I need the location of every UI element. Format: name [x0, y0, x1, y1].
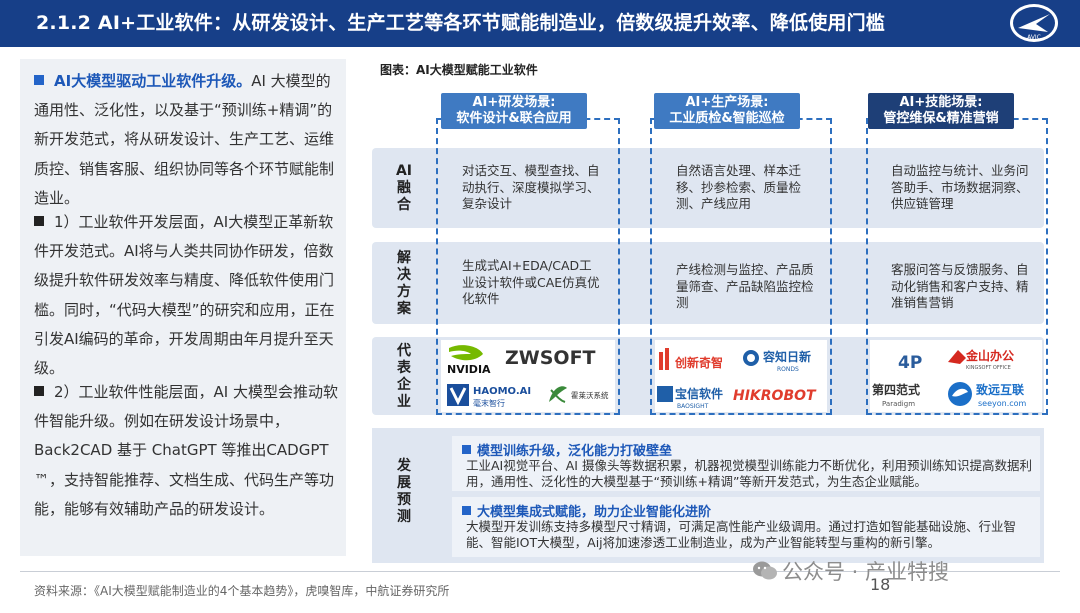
- nvidia-logo-text: NVIDIA: [447, 363, 491, 376]
- cell-ai-fusion-production: 自然语言处理、样本迁移、抄参检索、质量检测、产线应用: [676, 163, 802, 211]
- ronds-logo-text: 容知日新: [762, 349, 811, 364]
- kingsoft-logo-subtext: KINGSOFT OFFICE: [966, 365, 1011, 371]
- wechat-icon: [753, 561, 777, 580]
- row-solution: [372, 242, 1044, 324]
- baosight-logo-text: 宝信软件: [675, 386, 723, 401]
- hollysys-logo-icon: 霍莱沃系统: [549, 386, 609, 403]
- fourth-paradigm-subtext: Paradigm: [882, 400, 915, 408]
- zwsoft-logo-text: ZWSOFT: [505, 347, 596, 369]
- row-ai-fusion: [372, 148, 1044, 228]
- cell-ai-fusion-skills: 自动监控与统计、业务问答助手、市场数据洞察、供应链管理: [891, 163, 1029, 211]
- dev-card-2: [452, 497, 1040, 557]
- ronds-logo-icon: 容知日新 RONDS: [743, 349, 811, 373]
- fourth-paradigm-4p-text: 4P: [898, 353, 922, 373]
- company-logos-skills-art: 4P 金山办公 KINGSOFT OFFICE 第四范式 Paradigm 致远…: [872, 348, 1027, 408]
- footer-divider: [20, 571, 1060, 572]
- header-bar: 2.1.2 AI+工业软件：从研发设计、生产工艺等各环节赋能制造业，倍数级提升效…: [0, 0, 1080, 47]
- row-label-dev: 发展预测: [397, 458, 411, 525]
- ainnovation-logo-text: 创新奇智: [674, 355, 723, 370]
- bullet-square-icon: [462, 506, 471, 515]
- nvidia-logo-icon: NVIDIA: [447, 345, 491, 376]
- cell-solution-rd: 生成式AI+EDA/CAD工业设计软件或CAE仿真优化软件: [462, 258, 600, 306]
- paragraph-2-body: 1）工业软件开发层面，AI大模型正革新软件开发范式。AI将与人类共同协作研发，倍…: [34, 213, 335, 378]
- row-label-companies: 代表企业: [397, 343, 411, 410]
- dev-card-1: [452, 436, 1040, 491]
- avic-logo-text: AVIC: [1027, 34, 1041, 41]
- bullet-square-icon: [34, 386, 44, 396]
- company-logos-production-art: 创新奇智 容知日新 RONDS 宝信软件 BAOSIGHT HIKROBOT: [657, 348, 817, 410]
- paragraph-2: 1）工业软件开发层面，AI大模型正革新软件开发范式。AI将与人类共同协作研发，倍…: [34, 208, 342, 383]
- paragraph-3: 2）工业软件性能层面，AI 大模型会推动软件智能升级。例如在研发设计场景中，Ba…: [34, 378, 342, 524]
- scene-rd-line1: AI+研发场景:: [472, 95, 556, 110]
- seeyon-logo-icon: 致远互联 seeyon.com: [948, 382, 1027, 408]
- paragraph-1-body: AI 大模型的通用性、泛化性，以及基于“预训练+精调”的新开发范式，将从研发设计…: [34, 72, 335, 207]
- company-logos-rd: NVIDIA ZWSOFT HAOMO.AI 毫末智行 霍莱沃系统: [441, 340, 615, 412]
- cell-solution-production: 产线检测与监控、产品质量筛查、产品缺陷监控检测: [676, 262, 814, 310]
- watermark-text: 公众号 · 产业特搜: [782, 560, 950, 584]
- cell-solution-skills: 客服问答与反馈服务、自动化销售和客户支持、精准销售营销: [891, 262, 1029, 310]
- page-title: 2.1.2 AI+工业软件：从研发设计、生产工艺等各环节赋能制造业，倍数级提升效…: [36, 12, 886, 34]
- paragraph-1: AI大模型驱动工业软件升级。AI 大模型的通用性、泛化性，以及基于“预训练+精调…: [34, 67, 342, 213]
- ronds-logo-subtext: RONDS: [777, 366, 799, 373]
- bullet-square-icon: [462, 445, 471, 454]
- hollysys-logo-text: 霍莱沃系统: [571, 390, 609, 400]
- baosight-logo-icon: 宝信软件 BAOSIGHT: [657, 386, 723, 410]
- fourth-paradigm-4p-logo-icon: 4P: [898, 353, 922, 373]
- haomo-logo-subtext: 毫末智行: [473, 398, 505, 408]
- scene-skills-line2: 管控维保&精准营销: [883, 111, 999, 126]
- company-logos-rd-art: NVIDIA ZWSOFT HAOMO.AI 毫末智行 霍莱沃系统: [447, 345, 609, 408]
- fourth-paradigm-logo-icon: 第四范式 Paradigm: [872, 382, 920, 408]
- kingsoft-office-logo-icon: 金山办公 KINGSOFT OFFICE: [948, 348, 1014, 371]
- dev-heading-1: 模型训练升级，泛化能力打破壁垒: [462, 440, 672, 459]
- scene-rd-line2: 软件设计&联合应用: [456, 111, 572, 126]
- dev-heading-2-text: 大模型集成式赋能，助力企业智能化进阶: [477, 505, 712, 520]
- fourth-paradigm-text: 第四范式: [872, 382, 920, 397]
- haomo-logo-icon: HAOMO.AI 毫末智行: [447, 384, 531, 408]
- cell-ai-fusion-rd: 对话交互、模型查找、自动执行、深度模拟学习、复杂设计: [462, 163, 600, 211]
- ainnovation-logo-icon: 创新奇智: [659, 348, 723, 370]
- avic-logo-icon: AVIC: [1010, 4, 1058, 42]
- left-text-panel: AI大模型驱动工业软件升级。AI 大模型的通用性、泛化性，以及基于“预训练+精调…: [20, 59, 346, 556]
- paragraph-1-heading: AI大模型驱动工业软件升级。: [54, 72, 252, 90]
- company-logos-skills: 4P 金山办公 KINGSOFT OFFICE 第四范式 Paradigm 致远…: [870, 340, 1042, 412]
- scene-header-rd: AI+研发场景: 软件设计&联合应用: [441, 93, 587, 129]
- haomo-logo-text: HAOMO.AI: [473, 386, 531, 397]
- dev-heading-2: 大模型集成式赋能，助力企业智能化进阶: [462, 501, 711, 520]
- scene-production-line1: AI+生产场景:: [685, 95, 769, 110]
- seeyon-logo-subtext: seeyon.com: [978, 399, 1027, 408]
- row-label-solution: 解决方案: [397, 250, 411, 317]
- dev-text-2: 大模型开发训练支持多模型尺寸精调，可满足高性能产业级调用。通过打造如智能基础设施…: [466, 519, 1017, 550]
- scene-production-line2: 工业质检&智能巡检: [669, 111, 785, 126]
- seeyon-logo-text: 致远互联: [976, 382, 1024, 397]
- hikrobot-logo-text: HIKROBOT: [733, 388, 817, 404]
- kingsoft-logo-text: 金山办公: [965, 348, 1014, 363]
- source-note: 资料来源：《AI大模型赋能制造业的4个基本趋势》，虎嗅智库，中航证券研究所: [34, 584, 450, 598]
- baosight-logo-subtext: BAOSIGHT: [677, 403, 709, 410]
- bullet-square-icon: [34, 75, 44, 85]
- paragraph-3-body: 2）工业软件性能层面，AI 大模型会推动软件智能升级。例如在研发设计场景中，Ba…: [34, 383, 338, 518]
- company-logos-production: 创新奇智 容知日新 RONDS 宝信软件 BAOSIGHT HIKROBOT: [655, 340, 827, 412]
- dev-text-1: 工业AI视觉平台、AI 摄像头等数据积累，机器视觉模型训练能力不断优化，利用预训…: [466, 458, 1032, 489]
- dev-heading-1-text: 模型训练升级，泛化能力打破壁垒: [477, 444, 673, 459]
- scene-header-production: AI+生产场景: 工业质检&智能巡检: [654, 93, 800, 129]
- figure-title: 图表：AI大模型赋能工业软件: [380, 63, 538, 77]
- scene-skills-line1: AI+技能场景:: [899, 95, 983, 110]
- scene-header-skills: AI+技能场景: 管控维保&精准营销: [868, 93, 1014, 129]
- page-number: 18: [870, 575, 891, 594]
- bullet-square-icon: [34, 216, 44, 226]
